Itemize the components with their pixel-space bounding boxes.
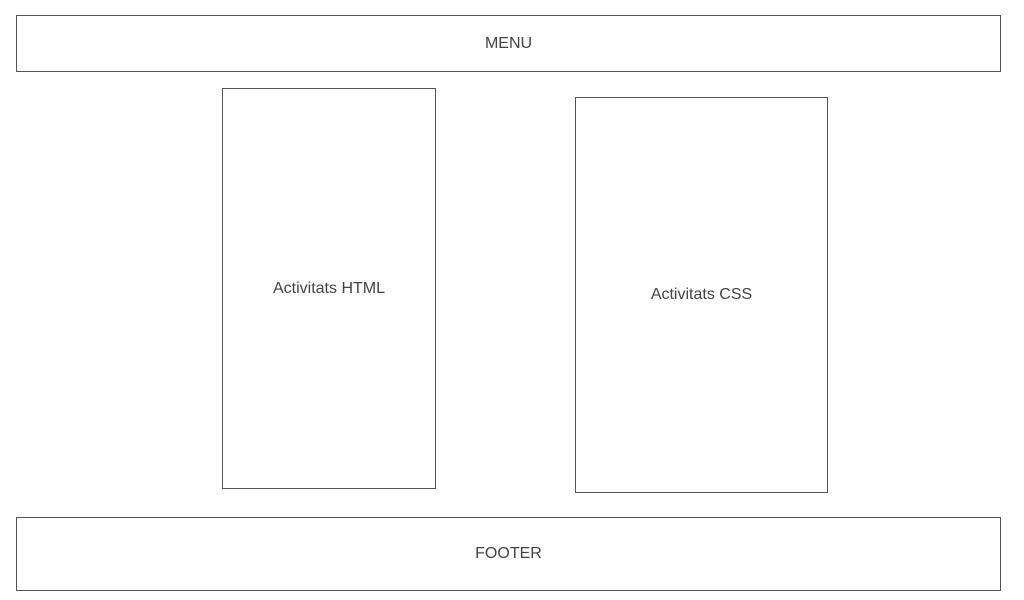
html-activities-label: Activitats HTML (272, 279, 385, 297)
css-activities-panel[interactable]: Activitats CSS (575, 97, 828, 493)
html-activities-panel[interactable]: Activitats HTML (222, 88, 436, 489)
menu-bar[interactable]: MENU (16, 15, 1001, 72)
css-activities-label: Activitats CSS (650, 286, 753, 303)
footer-label: FOOTER (475, 545, 542, 562)
menu-label: MENU (484, 34, 533, 52)
footer: FOOTER (16, 517, 1001, 591)
